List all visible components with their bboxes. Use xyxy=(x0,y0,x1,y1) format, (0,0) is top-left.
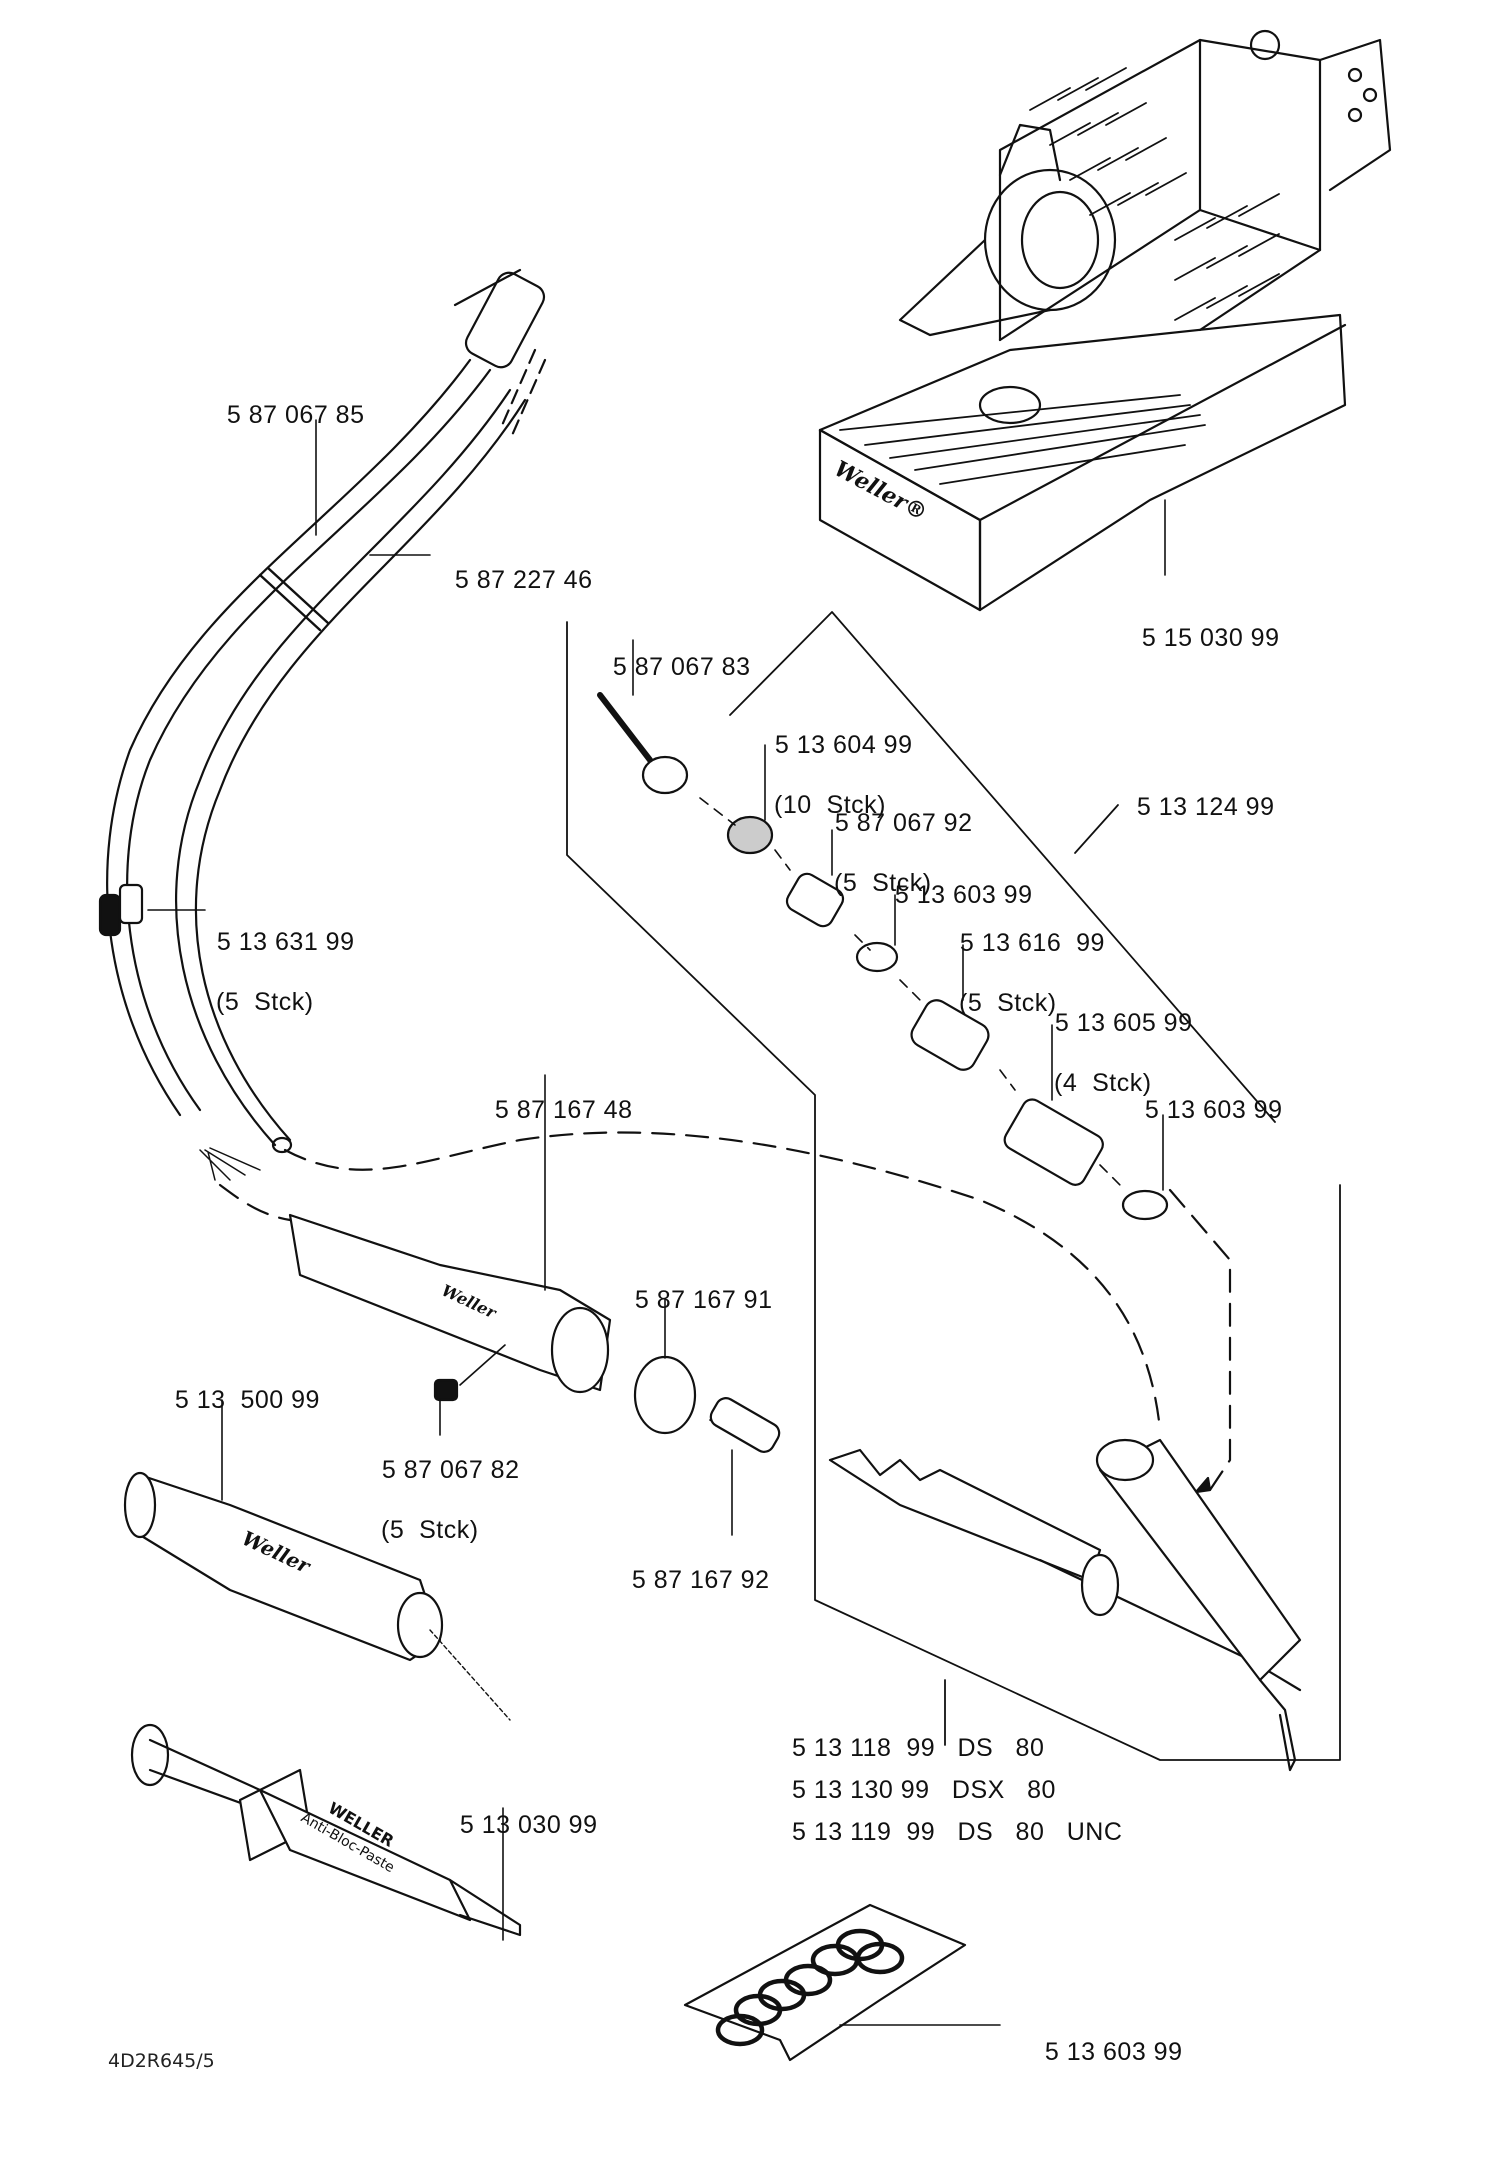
part-number: 5 87 167 91 xyxy=(634,1286,773,1314)
part-label-513124999: 5 13 124 99 xyxy=(1122,762,1274,822)
part-number: 5 87 067 83 xyxy=(612,653,751,681)
cleaning-tool xyxy=(123,1399,511,1721)
quantity-note: (4 Stck) xyxy=(1054,1069,1152,1097)
vent-slot xyxy=(1206,285,1248,309)
part-number: 5 13 030 99 xyxy=(459,1811,598,1839)
vent-slot xyxy=(1174,217,1216,241)
part-number: 5 13 605 99 xyxy=(1054,1009,1193,1037)
part-number: 5 13 604 99 xyxy=(774,731,913,759)
kit-bracket-lines xyxy=(566,611,1341,1761)
part-label-513603999-b: 5 13 603 99 xyxy=(1130,1065,1282,1125)
vacuum-hose-and-cable xyxy=(98,268,1232,1494)
part-number: 5 87 067 82 xyxy=(381,1456,520,1484)
vent-slot xyxy=(1089,192,1131,216)
quantity-note: (5 Stck) xyxy=(834,869,932,897)
vent-slot xyxy=(1125,137,1167,161)
iron-variant-ds80: 5 13 118 99 DS 80 xyxy=(792,1734,1045,1762)
part-label-587067782: 5 87 067 82 (5 Stck) xyxy=(367,1425,519,1575)
o-ring-bag xyxy=(683,1903,1001,2062)
part-label-513030999: 5 13 030 99 xyxy=(445,1780,597,1840)
part-label-587067785: 5 87 067 85 xyxy=(212,370,364,430)
vent-slot xyxy=(1238,233,1280,257)
part-number: 5 87 067 92 xyxy=(834,809,973,837)
part-label-513603999-a: 5 13 603 99 xyxy=(880,850,1032,910)
part-number: 5 13 500 99 xyxy=(174,1386,320,1414)
part-label-587067792: 5 87 067 92 (5 Stck) xyxy=(820,778,972,928)
vent-slot xyxy=(1174,257,1216,281)
part-number: 5 13 603 99 xyxy=(894,881,1033,909)
part-label-513616999: 5 13 616 99 (5 Stck) xyxy=(945,898,1105,1048)
handle-and-iron xyxy=(288,1074,1302,1772)
vent-slot xyxy=(1049,122,1091,146)
part-number: 5 13 603 99 xyxy=(1044,2038,1183,2066)
quantity-note: (5 Stck) xyxy=(381,1516,479,1544)
iron-variant-ds80-unc: 5 13 119 99 DS 80 UNC xyxy=(792,1818,1123,1846)
quantity-note: (5 Stck) xyxy=(959,989,1057,1017)
vent-slot xyxy=(1145,172,1187,196)
part-label-513631999: 5 13 631 99 (5 Stck) xyxy=(202,897,354,1047)
part-label-513500999: 5 13 500 99 xyxy=(160,1355,320,1415)
vent-slot xyxy=(1206,245,1248,269)
vent-slot xyxy=(1117,182,1159,206)
vent-slot xyxy=(1105,102,1147,126)
anti-bloc-paste-syringe xyxy=(130,1723,522,1941)
part-number: 5 87 227 46 xyxy=(454,566,593,594)
vent-slot xyxy=(1238,273,1280,297)
part-label-587227746: 5 87 227 46 xyxy=(440,535,592,595)
vent-slot xyxy=(1206,205,1248,229)
vent-slot xyxy=(1029,87,1071,111)
part-number: 5 13 124 99 xyxy=(1136,793,1275,821)
vent-slot xyxy=(1057,77,1099,101)
part-number: 5 87 067 85 xyxy=(226,401,365,429)
part-label-587067783: 5 87 067 83 xyxy=(598,622,750,682)
part-label-587167792: 5 87 167 92 xyxy=(617,1535,769,1595)
part-number: 5 13 616 99 xyxy=(959,929,1105,957)
part-label-515030099: 5 15 030 99 xyxy=(1127,593,1279,653)
part-number: 5 87 167 92 xyxy=(631,1566,770,1594)
vent-slot xyxy=(1174,297,1216,321)
part-number: 5 13 631 99 xyxy=(216,928,355,956)
part-number: 5 13 603 99 xyxy=(1144,1096,1283,1124)
quantity-note: (5 Stck) xyxy=(216,988,314,1016)
part-label-587167791: 5 87 167 91 xyxy=(620,1255,772,1315)
soldering-stand xyxy=(818,29,1392,612)
part-label-513605999: 5 13 605 99 (4 Stck) xyxy=(1040,978,1192,1128)
iron-variant-dsx80: 5 13 130 99 DSX 80 xyxy=(792,1776,1056,1804)
part-number: 5 87 167 48 xyxy=(494,1096,633,1124)
vent-slot xyxy=(1085,67,1127,91)
drawing-number: 4D2R645/5 xyxy=(108,2050,215,2072)
part-label-513603999-c: 5 13 603 99 xyxy=(1030,2007,1182,2067)
part-number: 5 15 030 99 xyxy=(1141,624,1280,652)
vent-slot xyxy=(1238,193,1280,217)
part-label-587167748: 5 87 167 48 xyxy=(480,1065,632,1125)
vent-slot xyxy=(1097,147,1139,171)
cleaning-kit-parts xyxy=(597,639,1169,1221)
part-label-513604999: 5 13 604 99 (10 Stck) xyxy=(760,700,912,850)
vent-slot xyxy=(1077,112,1119,136)
quantity-note: (10 Stck) xyxy=(774,791,886,819)
